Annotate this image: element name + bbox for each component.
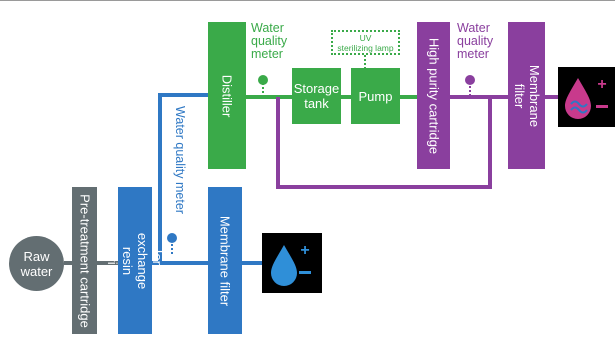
raw-water-circle: Raw water [9,236,64,291]
meter-dot-blue [167,233,177,243]
svg-text:+: + [300,242,309,259]
water-quality-meter-blue: Water quality meter [173,82,187,238]
storage-tank-box: Storage tank [292,68,341,124]
water-quality-meter-blue-label: Water quality meter [173,106,187,214]
meter-dot-green [258,75,268,85]
meter-dot-purple [465,75,475,85]
svg-text:+: + [597,76,606,93]
upper-membrane-filter: Membrane filter [508,22,545,169]
high-purity-cartridge: High purity cartridge [417,22,450,169]
uv-sterilizing-lamp: UV sterilizing lamp [331,30,400,55]
ion-exchange-label: Ion-exchange resin cartridge [105,232,165,289]
water-quality-meter-green-label: Water quality meter [251,21,288,61]
blue-water-drop-plus-minus-icon: + [262,233,322,293]
water-quality-meter-purple-label: Water quality meter [457,21,494,61]
ion-exchange-cartridge: Ion-exchange resin cartridge [105,187,165,334]
lower-membrane-filter: Membrane filter [208,187,242,334]
pink-ion-drop-plus-minus-icon: + [558,67,615,127]
high-purity-label: High purity cartridge [426,37,441,154]
storage-tank-label: Storage tank [293,81,340,111]
distiller-box: Distiller [208,22,246,169]
pretreatment-cartridge: Pre-treatment cartridge [72,187,97,334]
raw-water-label: Raw water [20,248,53,279]
pretreatment-label: Pre-treatment cartridge [77,193,92,328]
top-border-line [0,0,615,1]
pump-box: Pump [351,68,400,124]
pipe-ion-to-distiller [158,93,208,263]
uv-lamp-label: UV sterilizing lamp [337,33,394,53]
distiller-label: Distiller [219,74,235,117]
lower-membrane-filter-label: Membrane filter [217,215,233,306]
pipe-recirculation-loop [276,97,492,189]
pump-label: Pump [358,88,393,104]
upper-membrane-filter-label: Membrane filter [511,64,542,127]
